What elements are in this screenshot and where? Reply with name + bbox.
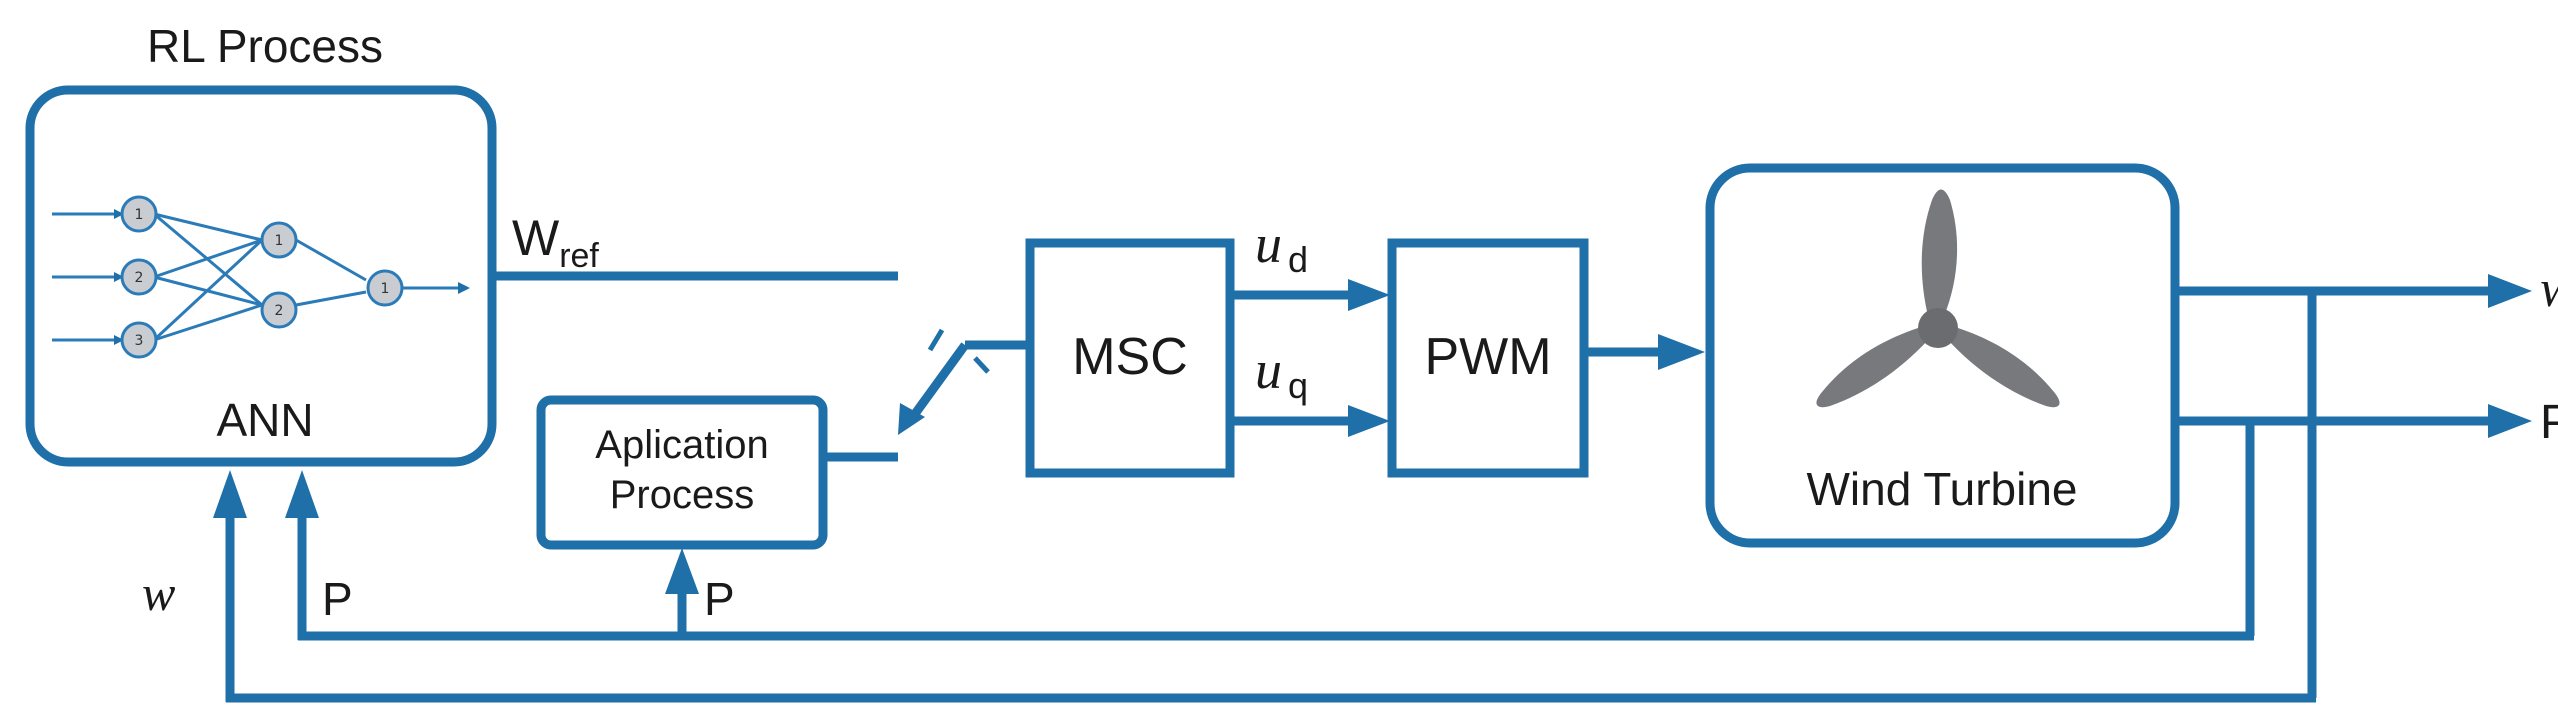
output-p-arrowhead — [2488, 404, 2532, 438]
svg-text:1: 1 — [135, 207, 144, 223]
w-ref-label: Wref — [512, 210, 599, 275]
nn-hidden-node: 2 — [260, 291, 298, 329]
output-p-label: P — [2540, 396, 2558, 449]
pwm-block — [1387, 238, 1589, 478]
wind-turbine-label: Wind Turbine — [1806, 463, 2077, 515]
nn-input-node: 3 — [120, 321, 158, 359]
msc-block — [1025, 238, 1235, 478]
feedback-w-loop — [213, 291, 2317, 703]
svg-text:3: 3 — [135, 333, 144, 349]
application-process-line2: Process — [610, 473, 755, 517]
wind-turbine-icon — [1816, 189, 2060, 408]
application-process-block — [536, 395, 828, 550]
nn-input-node: 1 — [120, 195, 158, 233]
u-d-arrowhead — [1348, 279, 1390, 311]
selector-switch — [898, 328, 1030, 435]
application-process-line1: Aplication — [595, 423, 768, 467]
output-w-arrowhead — [2488, 274, 2532, 308]
nn-output-node: 1 — [366, 269, 404, 307]
nn-input-arrows — [52, 209, 124, 345]
nn-hidden-node: 1 — [260, 221, 298, 259]
svg-text:1: 1 — [381, 281, 390, 297]
pwm-label: PWM — [1424, 328, 1551, 386]
feedback-p-ann-label: P — [322, 573, 353, 625]
svg-text:2: 2 — [135, 270, 144, 286]
feedback-p-app-label: P — [704, 573, 735, 625]
feedback-p-loop — [285, 421, 2255, 641]
wind-turbine-block — [1705, 163, 2180, 548]
ann-label: ANN — [216, 394, 313, 446]
nn-input-node: 2 — [120, 258, 158, 296]
svg-text:1: 1 — [275, 233, 284, 249]
rl-process-title: RL Process — [147, 20, 383, 72]
u-q-arrowhead — [1348, 405, 1390, 437]
pwm-to-turbine-arrowhead — [1658, 334, 1705, 370]
svg-text:2: 2 — [275, 303, 284, 319]
output-w-label: w — [2540, 261, 2558, 318]
msc-label: MSC — [1072, 328, 1188, 386]
nn-edges — [152, 212, 470, 342]
feedback-w-label: w — [142, 565, 175, 621]
neural-network-icon: 1 2 3 1 2 1 — [52, 195, 470, 359]
